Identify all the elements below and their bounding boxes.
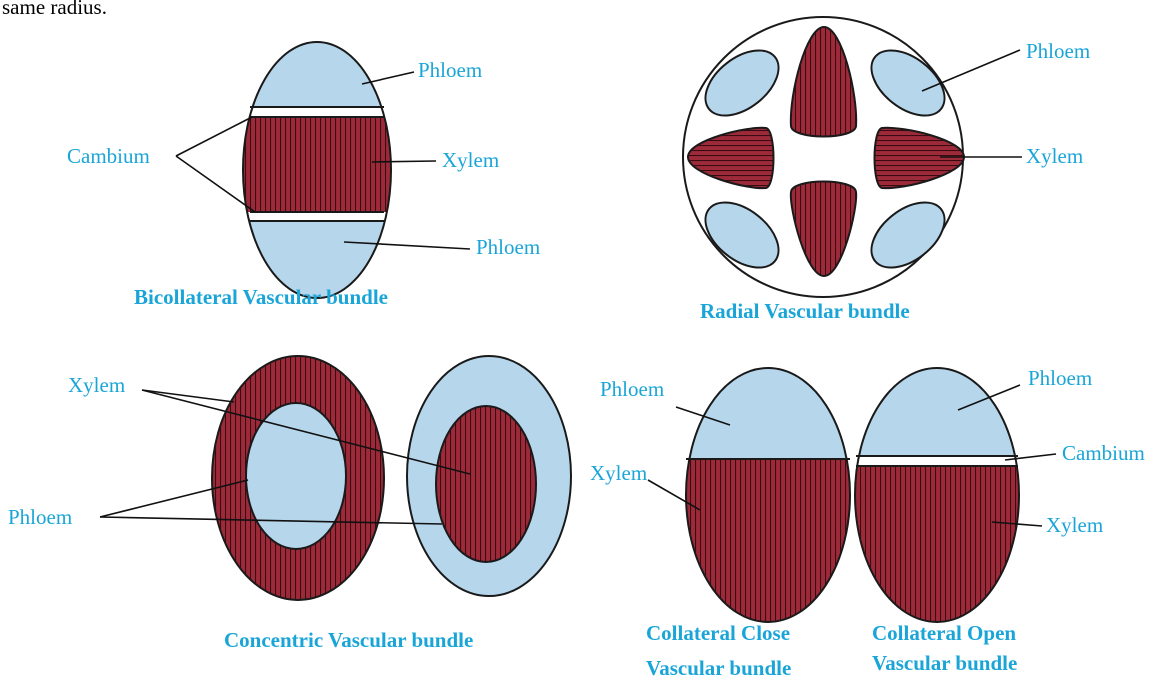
bicol-label-phloem-bottom: Phloem <box>476 235 540 259</box>
collateral-close-bundle: Phloem Xylem Collateral Close Vascular b… <box>590 360 860 680</box>
concentric-bundle: Xylem Phloem Concentric Vascular bundle <box>8 356 571 652</box>
bicol-xylem <box>240 117 400 212</box>
concentric-right-xylem <box>436 406 536 562</box>
radial-bundle: Phloem Xylem Radial Vascular bundle <box>683 17 1090 323</box>
open-cambium <box>850 456 1030 466</box>
bicol-cambium-bottom <box>240 212 400 221</box>
bicol-label-phloem-top: Phloem <box>418 58 482 82</box>
concentric-caption: Concentric Vascular bundle <box>224 628 473 652</box>
bicol-caption: Bicollateral Vascular bundle <box>134 285 388 309</box>
open-caption-line1: Collateral Open <box>872 621 1016 645</box>
close-caption-line2: Vascular bundle <box>646 656 791 680</box>
header-fragment: same radius. <box>2 0 107 19</box>
open-xylem <box>850 466 1030 631</box>
close-label-phloem: Phloem <box>600 377 664 401</box>
concentric-label-phloem: Phloem <box>8 505 72 529</box>
bicol-cambium-top <box>240 107 400 117</box>
bicol-label-cambium: Cambium <box>67 144 150 168</box>
close-caption-line1: Collateral Close <box>646 621 790 645</box>
radial-label-phloem: Phloem <box>1026 39 1090 63</box>
concentric-left-phloem <box>246 403 346 549</box>
concentric-label-xylem: Xylem <box>68 373 125 397</box>
close-label-xylem: Xylem <box>590 461 647 485</box>
collateral-open-bundle: Phloem Cambium Xylem Collateral Open Vas… <box>850 360 1145 675</box>
radial-caption: Radial Vascular bundle <box>700 299 910 323</box>
open-label-xylem: Xylem <box>1046 513 1103 537</box>
bicollateral-bundle: Phloem Cambium Xylem Phloem Bicollateral… <box>67 40 540 309</box>
radial-label-xylem: Xylem <box>1026 144 1083 168</box>
bicol-phloem-top <box>240 40 400 112</box>
open-label-cambium: Cambium <box>1062 441 1145 465</box>
bicol-label-xylem: Xylem <box>442 148 499 172</box>
open-caption-line2: Vascular bundle <box>872 651 1017 675</box>
open-label-phloem: Phloem <box>1028 366 1092 390</box>
close-xylem <box>680 460 860 630</box>
